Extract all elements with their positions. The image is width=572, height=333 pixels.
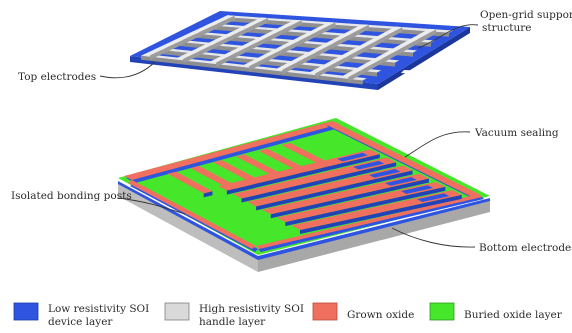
bonding-post-top	[281, 142, 330, 166]
electrode-window	[337, 152, 368, 162]
grid-post-top	[308, 26, 403, 74]
bottom-electrode-side	[299, 194, 462, 235]
grid-post-top	[176, 17, 268, 60]
bottom-electrode-side	[285, 186, 446, 227]
leader-top-electrodes	[99, 61, 156, 79]
gray-swatch	[164, 302, 190, 321]
top-plate-side-right	[378, 27, 470, 90]
electrode-window	[401, 185, 434, 194]
grid-post-top	[242, 22, 335, 67]
bottom-electrode-chip	[118, 118, 490, 272]
bonding-post-side	[203, 191, 213, 198]
leader-vacuum-sealing	[404, 131, 471, 158]
label-open-grid-line2: structure	[482, 22, 532, 34]
bottom-electrode-side	[270, 178, 429, 219]
green-swatch	[429, 302, 455, 321]
legend-item-low-res-soi: Low resistivity SOI device layer	[13, 302, 149, 328]
legend-item-high-res-soi: High resistivity SOI handle layer	[164, 302, 304, 328]
legend-high-res-soi-line2: handle layer	[199, 316, 266, 328]
electrode-window	[417, 193, 450, 202]
grid-post-side	[281, 24, 370, 75]
leader-bonding-posts	[117, 197, 186, 215]
handle-layer-right-side	[258, 200, 490, 272]
blue-swatch	[13, 302, 39, 321]
legend-grown-oxide-label: Grown oxide	[347, 309, 414, 321]
grid-post-side	[215, 20, 303, 67]
leader-bottom-electrodes	[391, 227, 476, 248]
grid-post-top	[275, 24, 369, 71]
legend-item-buried-oxide: Buried oxide layer	[429, 302, 563, 321]
grid-post-top	[143, 15, 235, 56]
legend-low-res-soi-line2: device layer	[48, 316, 113, 328]
grid-post-side	[248, 22, 336, 71]
label-open-grid-line1: Open-grid support	[480, 9, 572, 21]
bonding-post-top	[190, 165, 236, 188]
leader-open-grid	[417, 24, 479, 49]
electrode-window	[369, 168, 401, 178]
bonding-post-top	[167, 171, 213, 194]
bonding-post-top	[258, 148, 307, 171]
legend-buried-oxide-label: Buried oxide layer	[464, 309, 563, 321]
bottom-electrodes	[218, 149, 462, 235]
red-swatch	[312, 302, 338, 321]
grid-post-side	[347, 29, 437, 82]
label-top-electrodes: Top electrodes	[18, 71, 96, 83]
electrode-window	[385, 177, 417, 186]
bonding-post-top	[236, 154, 283, 177]
legend-high-res-soi-line1: High resistivity SOI	[199, 303, 304, 315]
electrode-window	[353, 160, 385, 170]
bottom-electrode-side	[241, 162, 397, 203]
bottom-electrode-side	[226, 154, 380, 195]
grid-post-side	[182, 18, 269, 64]
handle-layer-left-side	[118, 183, 258, 272]
grid-post-side	[314, 27, 404, 78]
open-grid-support-structure	[140, 15, 454, 85]
vacuum-sealing-ring	[124, 121, 484, 252]
label-bottom-electrodes: Bottom electrodes	[479, 242, 572, 254]
label-isolated-bonding-posts: Isolated bonding posts	[11, 190, 132, 202]
bottom-electrode-side	[256, 170, 413, 211]
legend: Low resistivity SOI device layer High re…	[13, 302, 563, 328]
grid-post-top	[341, 28, 436, 78]
label-vacuum-sealing: Vacuum sealing	[474, 127, 559, 139]
grid-post-side	[149, 15, 236, 60]
grid-slot	[401, 70, 424, 74]
legend-item-grown-oxide: Grown oxide	[312, 302, 414, 321]
top-electrode-plate	[130, 11, 470, 90]
bonding-post-top	[213, 160, 260, 183]
grid-post-top	[209, 19, 302, 63]
legend-low-res-soi-line1: Low resistivity SOI	[48, 303, 149, 315]
grid-beam-side	[140, 55, 363, 85]
